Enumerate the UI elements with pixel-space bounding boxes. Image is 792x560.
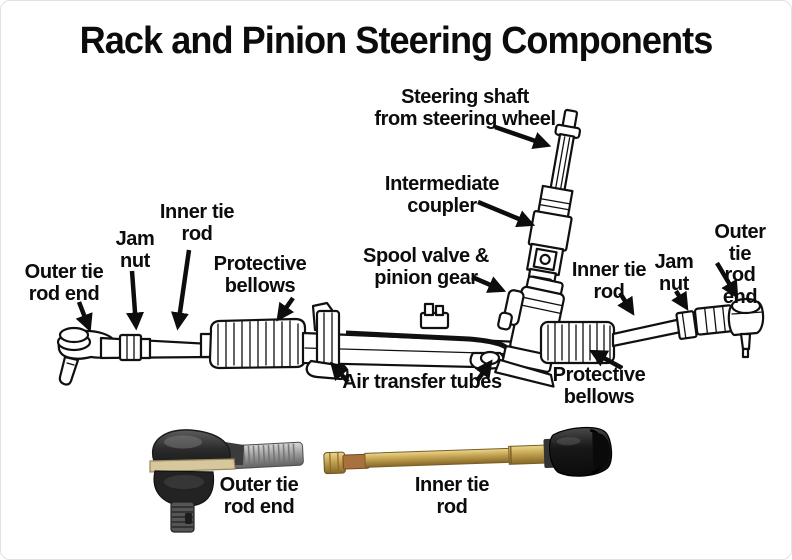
outer-tie-rod-end-photo (149, 429, 304, 533)
label-inner-tie-rod-right: Inner tie rod (571, 259, 647, 303)
page-title-text: Rack and Pinion Steering Components (79, 20, 714, 62)
label-outer-tie-rod-end-right: Outer tie rod end (714, 221, 766, 308)
outer-tie-rod-end-right-drawing (727, 297, 765, 359)
tie-rod-right-drawing (611, 304, 736, 348)
caption-outer-tie-rod-end-photo: Outer tie rod end (219, 474, 299, 518)
tie-rod-left-drawing (99, 333, 213, 362)
label-jam-nut-left: Jam nut (115, 228, 155, 272)
label-air-transfer-tubes: Air transfer tubes (342, 371, 502, 393)
caption-inner-tie-rod-photo: Inner tie rod (414, 474, 490, 518)
label-protective-bellows-right: Protective bellows (552, 364, 646, 408)
protective-bellows-left-drawing (199, 317, 307, 370)
outer-tie-rod-end-left-drawing (56, 326, 115, 386)
label-protective-bellows-left: Protective bellows (213, 253, 307, 297)
rack-housing-drawing (301, 301, 523, 381)
label-jam-nut-right: Jam nut (654, 251, 694, 295)
label-inner-tie-rod-left: Inner tie rod (159, 201, 235, 245)
label-intermediate-coupler: Intermediate coupler (384, 173, 500, 217)
page-title: Rack and Pinion Steering Components (1, 20, 791, 63)
label-arrows (75, 124, 739, 384)
inner-tie-rod-photo (323, 427, 613, 477)
label-outer-tie-rod-end-left: Outer tie rod end (24, 261, 104, 305)
spool-valve-drawing (494, 275, 565, 388)
label-spool-valve-pinion-gear: Spool valve & pinion gear (363, 245, 489, 289)
label-steering-shaft: Steering shaft from steering wheel (374, 86, 556, 130)
